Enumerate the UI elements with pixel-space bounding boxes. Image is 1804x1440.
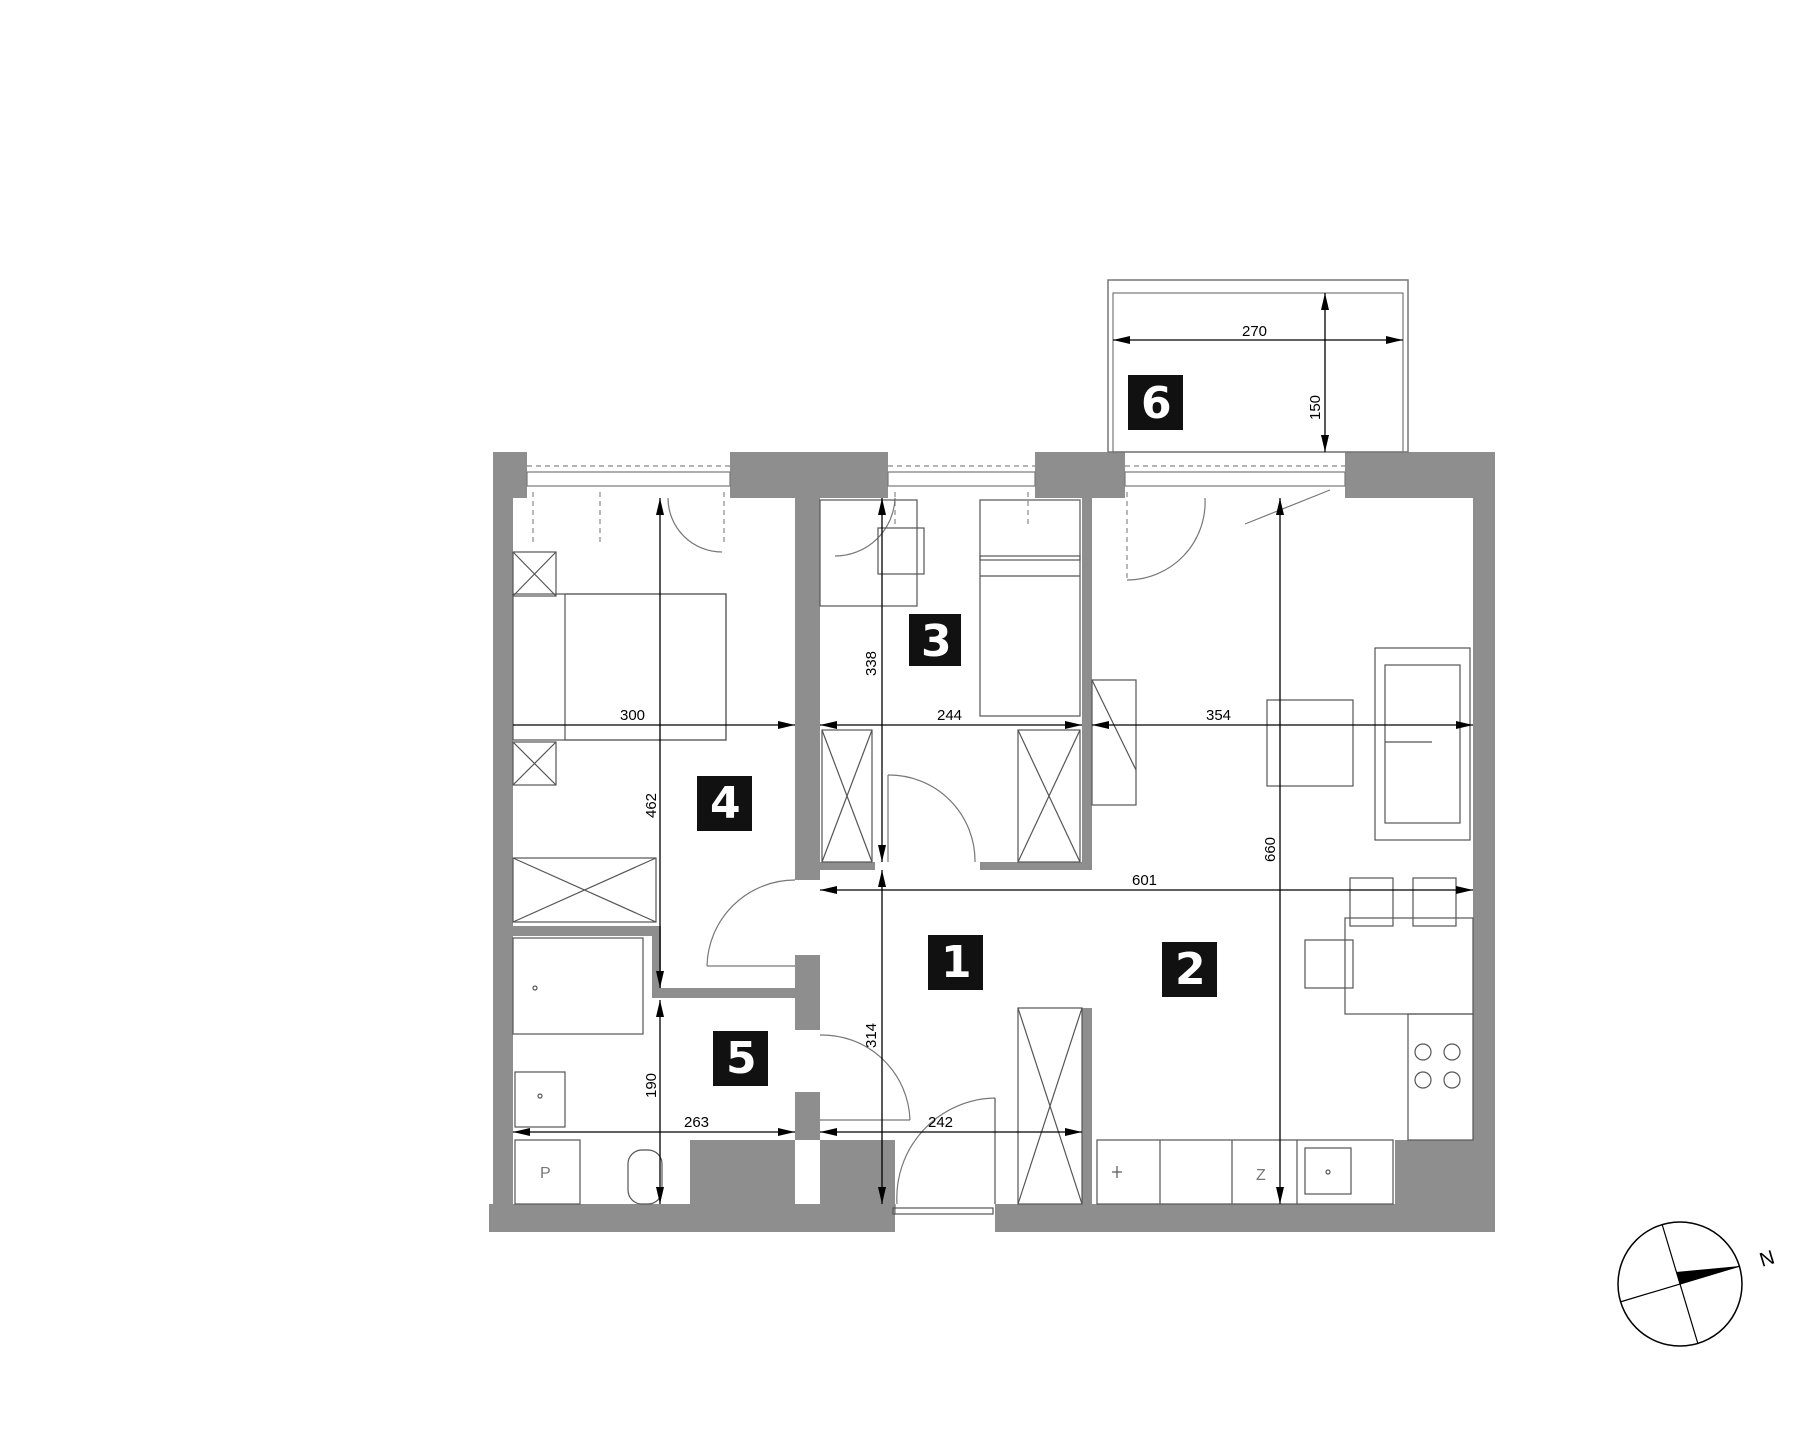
svg-text:6: 6 (1141, 378, 1172, 429)
svg-text:4: 4 (710, 778, 741, 829)
svg-text:5: 5 (726, 1033, 757, 1084)
dim-living-length: 601 (1132, 872, 1157, 889)
svg-text:2: 2 (1175, 944, 1206, 995)
room2-furniture: Z (892, 647, 1474, 1215)
dim-bath-depth: 190 (643, 1073, 660, 1098)
windows (526, 465, 1346, 581)
compass-north-label: N (1757, 1247, 1777, 1272)
dim-room4-depth: 462 (643, 793, 660, 818)
dimension-lines (513, 293, 1473, 1204)
dimension-labels: 270 150 300 462 244 338 354 601 660 314 … (620, 323, 1324, 1131)
compass-rose: N (1617, 1221, 1777, 1347)
compass-needle-icon (1676, 1266, 1740, 1284)
walls (489, 452, 1495, 1232)
dim-room2-depth: 660 (1262, 837, 1279, 862)
dim-room2-width: 354 (1206, 707, 1231, 724)
dim-room3-depth: 338 (863, 651, 880, 676)
room-badge-2: 2 (1162, 942, 1217, 997)
room-badge-3: 3 (909, 614, 961, 667)
dim-room4-width: 300 (620, 707, 645, 724)
dim-balcony-depth: 150 (1307, 395, 1324, 420)
room4-furniture (512, 551, 796, 967)
room-badges: 6 3 4 1 2 5 (697, 375, 1217, 1086)
toilet-label: P (540, 1165, 551, 1182)
room-badge-6: 6 (1128, 375, 1183, 430)
dim-hall-width: 242 (928, 1114, 953, 1131)
room-badge-4: 4 (697, 776, 752, 831)
room-badge-1: 1 (928, 935, 983, 990)
dim-balcony-width: 270 (1242, 323, 1267, 340)
balcony (1107, 279, 1409, 453)
dim-hall-depth: 314 (863, 1023, 880, 1048)
room-badge-5: 5 (713, 1031, 768, 1086)
dim-bath-width: 263 (684, 1114, 709, 1131)
fridge-label: Z (1256, 1167, 1266, 1184)
dim-room3-width: 244 (937, 707, 962, 724)
room3-furniture (819, 499, 1081, 863)
room5-furniture: P (512, 937, 911, 1205)
svg-text:3: 3 (921, 616, 952, 667)
svg-text:1: 1 (941, 937, 972, 988)
